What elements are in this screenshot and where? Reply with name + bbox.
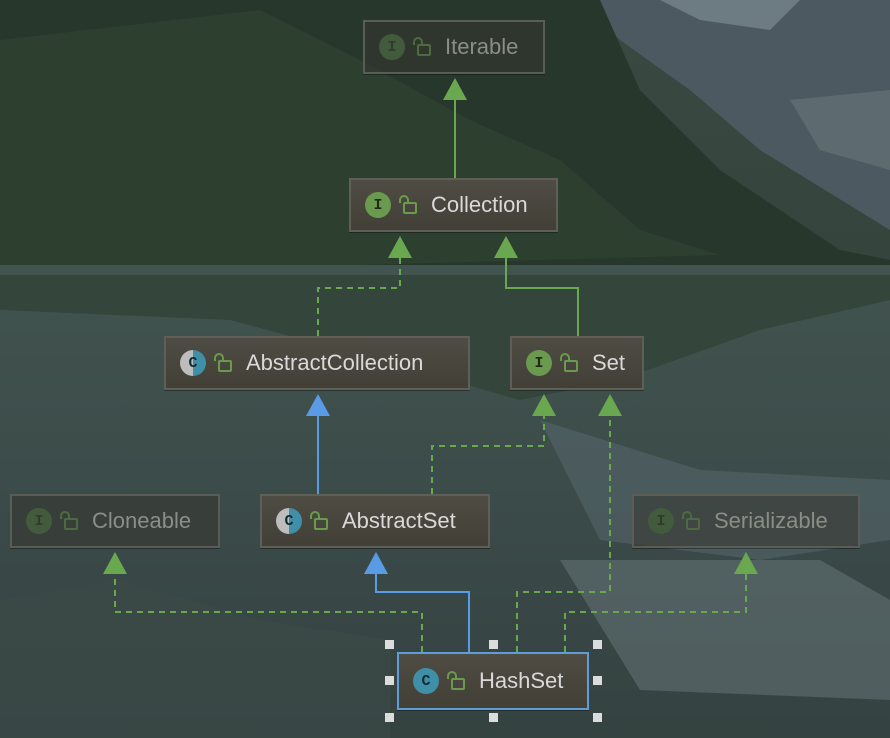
edge-collection-iterable bbox=[443, 78, 467, 178]
lock-icon bbox=[399, 195, 417, 214]
node-label: HashSet bbox=[479, 668, 564, 693]
node-label: Serializable bbox=[714, 508, 828, 533]
lock-icon bbox=[447, 671, 465, 690]
interface-icon: I bbox=[26, 508, 52, 534]
node-abstract-set[interactable]: C AbstractSet bbox=[260, 494, 490, 548]
node-label: Set bbox=[592, 350, 626, 375]
resize-handle-top-right[interactable] bbox=[593, 640, 602, 649]
node-label: Iterable bbox=[445, 34, 519, 59]
edge-abstractcollection-collection bbox=[317, 236, 412, 336]
node-set[interactable]: I Set bbox=[510, 336, 644, 390]
edge-hashset-set bbox=[516, 394, 622, 652]
resize-handle-left[interactable] bbox=[385, 676, 394, 685]
edge-hashset-cloneable bbox=[103, 552, 423, 652]
edge-set-collection bbox=[494, 236, 579, 336]
interface-icon: I bbox=[365, 192, 391, 218]
resize-handle-top[interactable] bbox=[489, 640, 498, 649]
interface-icon: I bbox=[648, 508, 674, 534]
node-label: Cloneable bbox=[92, 508, 192, 533]
node-abstract-collection[interactable]: C AbstractCollection bbox=[164, 336, 470, 390]
node-iterable[interactable]: I Iterable bbox=[363, 20, 545, 74]
node-hash-set[interactable]: C HashSet bbox=[397, 652, 589, 710]
node-cloneable[interactable]: I Cloneable bbox=[10, 494, 220, 548]
node-collection[interactable]: I Collection bbox=[349, 178, 558, 232]
interface-icon: I bbox=[526, 350, 552, 376]
edge-hashset-serializable bbox=[564, 552, 758, 652]
edge-abstractset-abstractcollection bbox=[306, 394, 330, 494]
lock-icon bbox=[413, 37, 431, 56]
edge-hashset-abstractset bbox=[364, 552, 470, 652]
class-icon: C bbox=[413, 668, 439, 694]
lock-icon bbox=[560, 353, 578, 372]
resize-handle-bottom-left[interactable] bbox=[385, 713, 394, 722]
lock-icon bbox=[214, 353, 232, 372]
abstract-class-icon: C bbox=[276, 508, 302, 534]
node-label: AbstractCollection bbox=[246, 350, 424, 375]
node-serializable[interactable]: I Serializable bbox=[632, 494, 860, 548]
lock-icon bbox=[310, 511, 328, 530]
edge-abstractset-set bbox=[431, 394, 556, 494]
lock-icon bbox=[60, 511, 78, 530]
resize-handle-bottom-right[interactable] bbox=[593, 713, 602, 722]
node-label: Collection bbox=[431, 192, 528, 217]
abstract-class-icon: C bbox=[180, 350, 206, 376]
node-label: AbstractSet bbox=[342, 508, 456, 533]
resize-handle-bottom[interactable] bbox=[489, 713, 498, 722]
lock-icon bbox=[682, 511, 700, 530]
resize-handle-top-left[interactable] bbox=[385, 640, 394, 649]
resize-handle-right[interactable] bbox=[593, 676, 602, 685]
interface-icon: I bbox=[379, 34, 405, 60]
